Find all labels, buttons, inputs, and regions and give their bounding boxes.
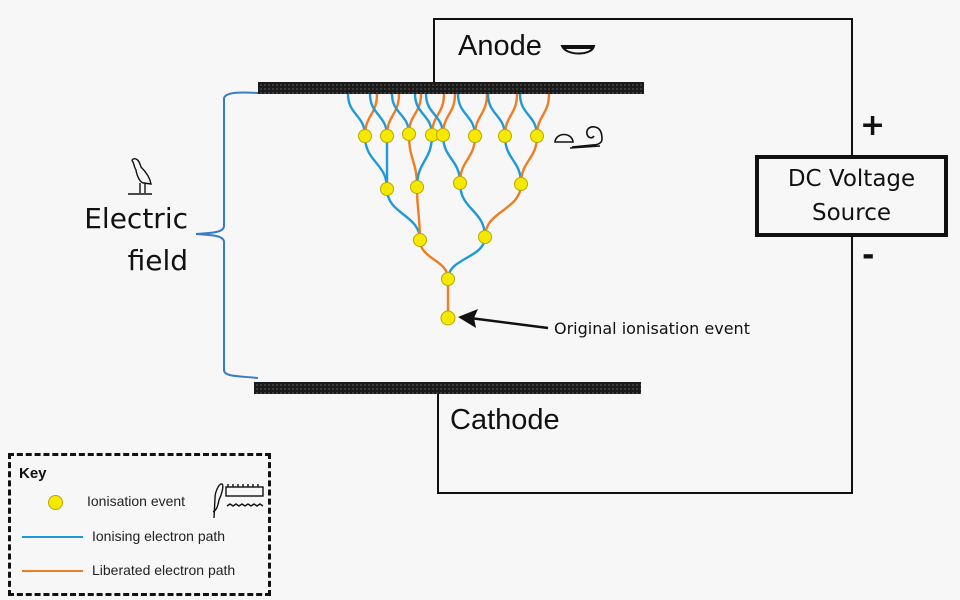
ionisation-event [441, 272, 455, 286]
ionisation-event [380, 182, 394, 196]
ionisation-event [380, 129, 394, 143]
ionisation-event [514, 177, 528, 191]
liberated-electron-path [458, 135, 477, 184]
anode-plate [258, 82, 644, 94]
key-title: Key [19, 465, 47, 482]
ionisation-event [410, 180, 424, 194]
liberated-electron-path [483, 183, 523, 238]
negative-terminal-sign: - [862, 238, 875, 273]
ionising-electron-path [458, 182, 487, 238]
key-ionising-path-swatch [22, 536, 83, 538]
ionising-electron-path [415, 134, 434, 188]
ionisation-event [358, 129, 372, 143]
dc-source-line2: Source [812, 200, 891, 226]
electric-field-label: Electric field [60, 198, 188, 282]
ionisation-event [478, 230, 492, 244]
reed-and-water-hieroglyph-icon [212, 483, 264, 519]
electric-field-line2: field [127, 244, 188, 277]
key-legend: Key Ionisation event Ionising electron p… [8, 453, 271, 596]
electric-field-bracket [195, 91, 259, 379]
cathode-wire [437, 237, 853, 494]
key-ionising-path-label: Ionising electron path [92, 528, 226, 544]
bird-hieroglyph-icon [128, 158, 152, 195]
original-ionisation-event-label: Original ionisation event [554, 319, 750, 338]
bread-loaf-hieroglyph-icon [560, 45, 596, 55]
key-ionisation-event-swatch [48, 495, 63, 510]
dc-voltage-source: DC Voltage Source [755, 155, 948, 237]
ionising-electron-path [446, 236, 487, 280]
anode-label: Anode [458, 30, 542, 62]
ionisation-event [436, 128, 450, 142]
key-liberated-path-swatch [22, 570, 83, 572]
ionisation-event [453, 176, 467, 190]
ionisation-event [413, 233, 427, 247]
ionisation-event [530, 129, 544, 143]
original-ionisation-event [440, 310, 456, 326]
loaf-and-horned-viper-hieroglyph-icon [554, 126, 603, 149]
liberated-electron-path [407, 133, 419, 188]
liberated-electron-path [418, 239, 450, 280]
cathode-plate [254, 382, 641, 394]
anode-wire [433, 18, 853, 155]
ionising-electron-path [503, 135, 523, 185]
circuit-wires [433, 18, 853, 494]
ionisation-events [358, 127, 544, 326]
positive-terminal-sign: + [860, 108, 886, 143]
ionising-electron-path [441, 134, 462, 184]
ionisation-event [498, 129, 512, 143]
liberated-electron-path [519, 135, 539, 185]
cathode-label: Cathode [450, 404, 560, 436]
key-liberated-path-label: Liberated electron path [92, 562, 236, 578]
ionisation-event [468, 129, 482, 143]
ionisation-event [402, 127, 416, 141]
ionising-electron-path [363, 135, 389, 190]
electric-field-line1: Electric [84, 202, 188, 235]
ionising-electron-path [385, 188, 422, 241]
original-event-arrow [458, 309, 549, 330]
key-ionisation-event-label: Ionisation event [87, 493, 186, 509]
dc-source-line1: DC Voltage [787, 166, 916, 192]
